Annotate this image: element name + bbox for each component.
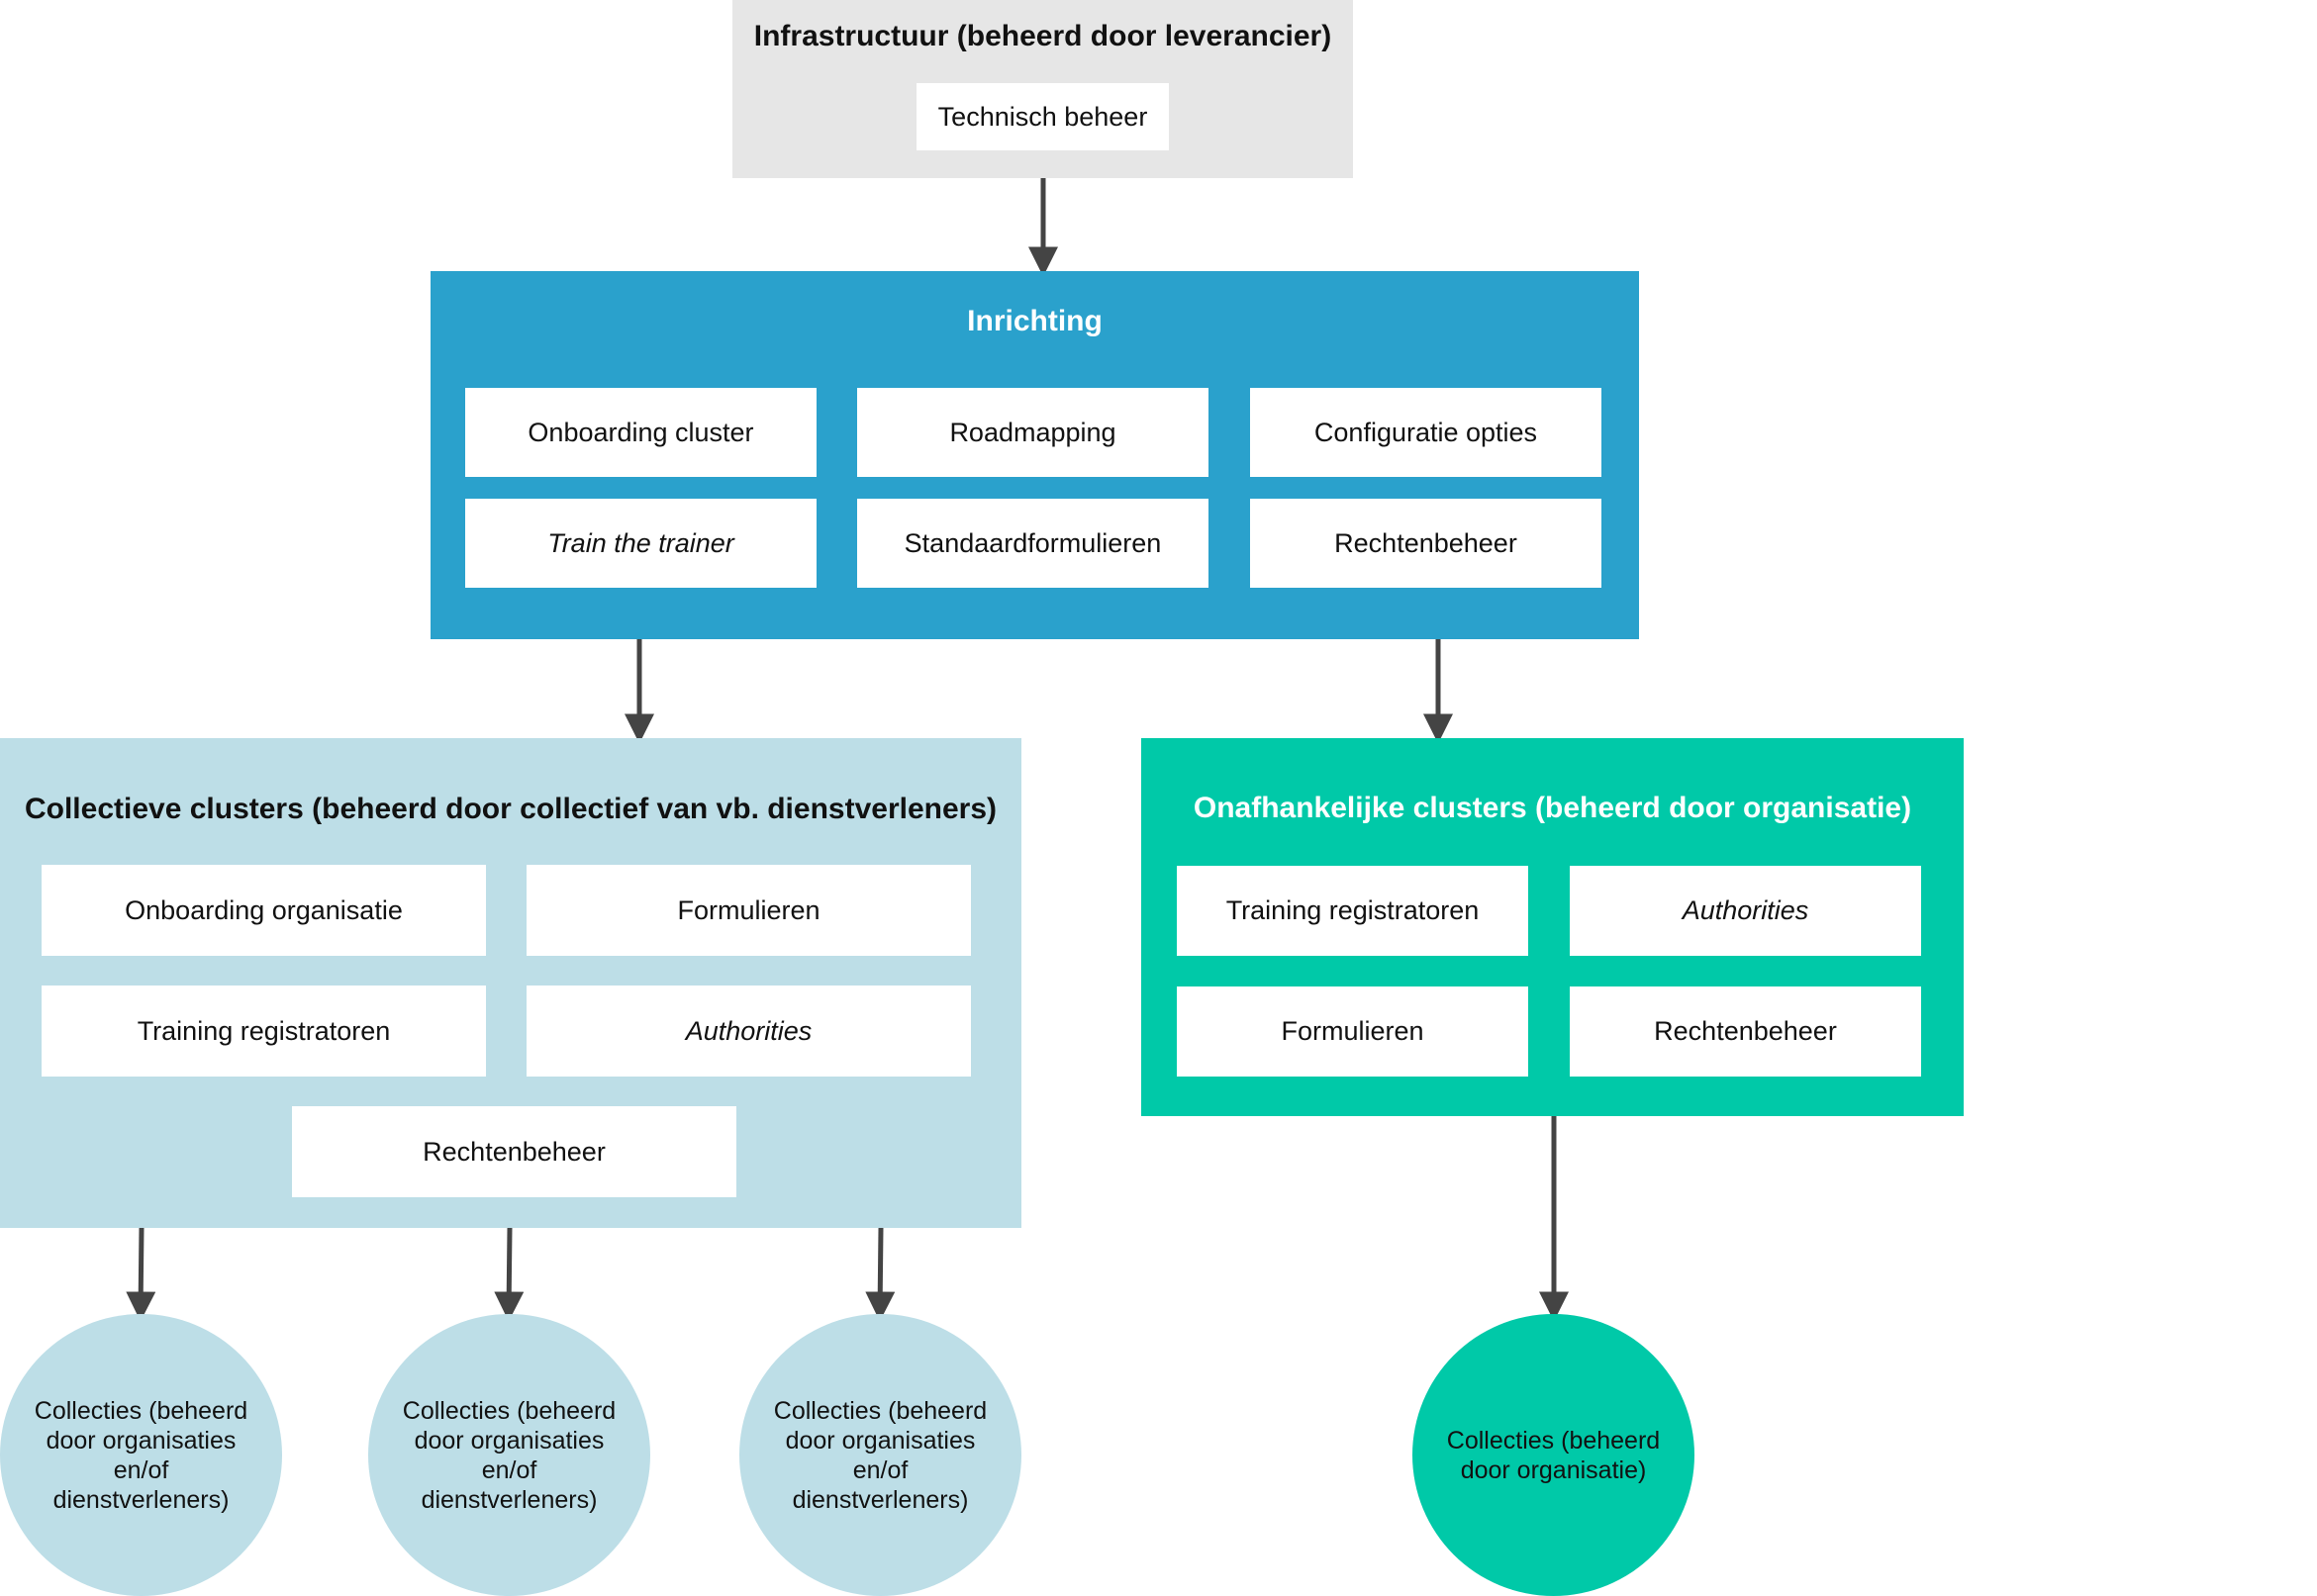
collection-circle: Collecties (beheerd door organisaties en… — [0, 1314, 282, 1596]
arrow-collective-to-collection-1 — [126, 1227, 156, 1322]
item-formulieren: Formulieren — [1177, 986, 1528, 1077]
item-onboarding-organisatie: Onboarding organisatie — [42, 865, 486, 956]
infrastructure-panel: Infrastructuur (beheerd door leverancier… — [732, 0, 1353, 178]
item-roadmapping: Roadmapping — [857, 388, 1208, 477]
collection-circle: Collecties (beheerd door organisaties en… — [739, 1314, 1021, 1596]
item-standaardformulieren: Standaardformulieren — [857, 499, 1208, 588]
item-technisch-beheer: Technisch beheer — [917, 83, 1169, 150]
item-rechtenbeheer: Rechtenbeheer — [1570, 986, 1921, 1077]
item-onboarding-cluster: Onboarding cluster — [465, 388, 817, 477]
collection-text-line: dienstverleners) — [52, 1485, 230, 1514]
collection-text-line: door organisaties — [414, 1426, 605, 1455]
collection-text-line: Collecties (beheerd — [1446, 1426, 1661, 1455]
collection-circle: Collecties (beheerd door organisatie) — [1412, 1314, 1694, 1596]
collective-clusters-panel: Collectieve clusters (beheerd door colle… — [0, 738, 1021, 1228]
collection-text-line: dienstverleners) — [792, 1485, 969, 1514]
collection-text-line: Collecties (beheerd — [402, 1396, 617, 1425]
item-formulieren: Formulieren — [527, 865, 971, 956]
collection-text-line: dienstverleners) — [421, 1485, 598, 1514]
arrow-collective-to-collection-2 — [494, 1227, 525, 1322]
arrow-collective-to-collection-3 — [865, 1227, 896, 1322]
collection-text-line: en/of — [481, 1455, 537, 1484]
independent-clusters-panel: Onafhankelijke clusters (beheerd door or… — [1141, 738, 1964, 1116]
infrastructure-title: Infrastructuur (beheerd door leverancier… — [753, 20, 1332, 52]
inrichting-panel: Inrichting Onboarding cluster Roadmappin… — [431, 271, 1639, 639]
collective-clusters-title: Collectieve clusters (beheerd door colle… — [24, 793, 998, 825]
collection-text-line: door organisatie) — [1460, 1455, 1647, 1484]
collection-text-line: door organisaties — [785, 1426, 976, 1455]
item-authorities: Authorities — [1570, 866, 1921, 956]
item-rechtenbeheer: Rechtenbeheer — [292, 1106, 736, 1197]
collection-text-line: en/of — [852, 1455, 909, 1484]
item-rechtenbeheer: Rechtenbeheer — [1250, 499, 1601, 588]
item-authorities: Authorities — [527, 986, 971, 1077]
item-train-the-trainer: Train the trainer — [465, 499, 817, 588]
collection-text-line: door organisaties — [46, 1426, 237, 1455]
item-configuratie-opties: Configuratie opties — [1250, 388, 1601, 477]
collection-text-line: Collecties (beheerd — [773, 1396, 988, 1425]
independent-clusters-title: Onafhankelijke clusters (beheerd door or… — [1193, 792, 1912, 824]
collection-text-line: Collecties (beheerd — [34, 1396, 248, 1425]
collection-text-line: en/of — [113, 1455, 169, 1484]
inrichting-title: Inrichting — [967, 305, 1103, 337]
item-training-registratoren: Training registratoren — [42, 986, 486, 1077]
collection-circle: Collecties (beheerd door organisaties en… — [368, 1314, 650, 1596]
item-training-registratoren: Training registratoren — [1177, 866, 1528, 956]
